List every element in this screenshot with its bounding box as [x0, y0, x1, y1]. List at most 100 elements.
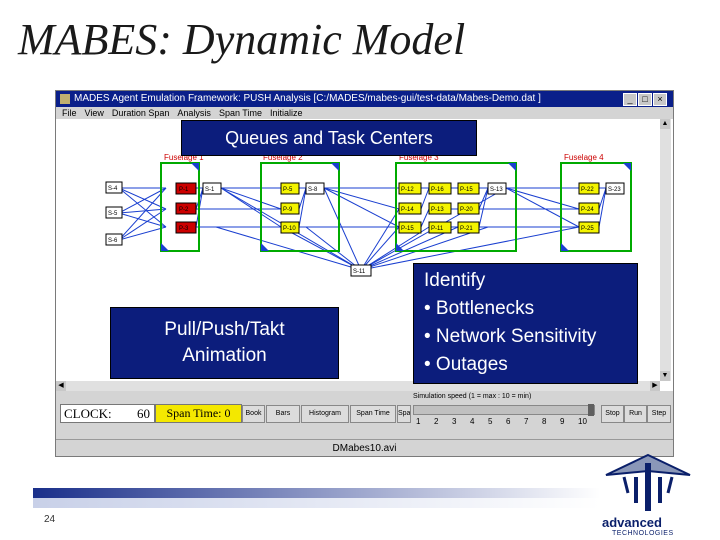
- task-node[interactable]: P-12: [398, 182, 422, 195]
- task-node[interactable]: P-13: [428, 202, 452, 215]
- task-node[interactable]: P-24: [578, 202, 600, 215]
- horizontal-scrollbar[interactable]: ◀ ▶: [56, 381, 660, 391]
- source-node[interactable]: S-6: [105, 233, 123, 246]
- speed-tick-label: 6: [506, 417, 511, 426]
- fuselage-3-box: [395, 162, 517, 252]
- task-node[interactable]: P-14: [398, 202, 422, 215]
- fuselage-4-label: Fuselage 4: [564, 153, 604, 162]
- svg-text:P-3: P-3: [179, 226, 189, 232]
- svg-text:P-25: P-25: [581, 226, 594, 232]
- stop-button[interactable]: Stop: [601, 405, 624, 423]
- task-node-bottleneck[interactable]: P-1: [175, 182, 197, 195]
- window-title: MADES Agent Emulation Framework: PUSH An…: [74, 93, 541, 104]
- speed-tick-label: 10: [578, 417, 587, 426]
- speed-slider-thumb[interactable]: [588, 404, 594, 416]
- identify-item: • Bottlenecks: [424, 298, 535, 319]
- clock-value: 60: [137, 406, 150, 421]
- fuselage-2-label: Fuselage 2: [263, 153, 303, 162]
- queue-node[interactable]: S-23: [605, 182, 625, 195]
- svg-text:S-1: S-1: [205, 187, 215, 193]
- clock-label: CLOCK:: [64, 406, 112, 421]
- menu-analysis[interactable]: Analysis: [177, 108, 211, 118]
- task-node-bottleneck[interactable]: P-3: [175, 221, 197, 234]
- svg-text:P-2: P-2: [179, 207, 189, 213]
- company-logo: [605, 453, 691, 511]
- span-time-button[interactable]: Span Time: [350, 405, 396, 423]
- run-button[interactable]: Run: [624, 405, 647, 423]
- scroll-left-icon[interactable]: ◀: [56, 381, 66, 391]
- task-node[interactable]: P-15: [457, 182, 480, 195]
- task-node[interactable]: P-5: [280, 182, 300, 195]
- svg-text:P-5: P-5: [283, 187, 293, 193]
- svg-text:P-24: P-24: [581, 207, 594, 213]
- scroll-up-icon[interactable]: ▲: [660, 119, 670, 129]
- speed-slider[interactable]: [413, 404, 595, 416]
- svg-text:S-8: S-8: [308, 187, 318, 193]
- app-icon: [60, 94, 70, 104]
- svg-text:P-20: P-20: [460, 207, 473, 213]
- queue-node[interactable]: S-13: [487, 182, 507, 195]
- speed-tick-label: 2: [434, 417, 439, 426]
- vertical-scrollbar[interactable]: ▲ ▼: [660, 119, 671, 381]
- clock-display: CLOCK: 60: [60, 404, 155, 423]
- menu-duration-span[interactable]: Duration Span: [111, 108, 170, 118]
- queues-callout: Queues and Task Centers: [181, 120, 477, 156]
- menu-view[interactable]: View: [84, 108, 104, 118]
- control-bar: CLOCK: 60 Span Time: 0 Book Bars Histogr…: [56, 391, 673, 439]
- queue-node[interactable]: S-8: [305, 182, 325, 195]
- identify-item: • Network Sensitivity: [424, 326, 597, 347]
- queue-node[interactable]: S-1: [202, 182, 222, 195]
- page-number: 24: [44, 514, 56, 525]
- svg-text:S-4: S-4: [108, 186, 118, 192]
- histogram-button[interactable]: Histogram: [301, 405, 349, 423]
- footer-gradient-bar: [33, 488, 600, 508]
- svg-text:S-13: S-13: [490, 187, 503, 193]
- bars-button[interactable]: Bars: [266, 405, 300, 423]
- span-time-button-2[interactable]: Span Time: [397, 405, 411, 423]
- task-node[interactable]: P-20: [457, 202, 480, 215]
- task-node-bottleneck[interactable]: P-2: [175, 202, 197, 215]
- scroll-down-icon[interactable]: ▼: [660, 371, 670, 381]
- svg-text:P-12: P-12: [401, 187, 414, 193]
- source-node[interactable]: S-4: [105, 181, 123, 194]
- task-node[interactable]: P-21: [457, 221, 480, 234]
- svg-text:S-5: S-5: [108, 211, 118, 217]
- task-node[interactable]: P-11: [428, 221, 452, 234]
- svg-text:P-10: P-10: [283, 226, 296, 232]
- maximize-button[interactable]: □: [638, 93, 652, 106]
- step-button[interactable]: Step: [647, 405, 671, 423]
- speed-label: Simulation speed (1 = max : 10 = min): [413, 393, 532, 400]
- fuselage-3-label: Fuselage 3: [399, 153, 439, 162]
- task-node[interactable]: P-22: [578, 182, 600, 195]
- close-button[interactable]: ×: [653, 93, 667, 106]
- identify-heading: Identify: [424, 270, 486, 291]
- task-node[interactable]: P-9: [280, 202, 300, 215]
- fuselage-4-box: [560, 162, 632, 252]
- network-links: [118, 187, 607, 271]
- svg-text:P-14: P-14: [401, 207, 414, 213]
- menu-bar: File View Duration Span Analysis Span Time In…: [56, 107, 673, 119]
- task-node[interactable]: P-16: [428, 182, 452, 195]
- scroll-right-icon[interactable]: ▶: [650, 381, 660, 391]
- hub-node[interactable]: S-11: [350, 264, 372, 277]
- minimize-button[interactable]: _: [623, 93, 637, 106]
- identify-callout: Identify • Bottlenecks • Network Sensiti…: [413, 263, 638, 384]
- speed-tick-label: 4: [470, 417, 475, 426]
- speed-tick-label: 1: [416, 417, 421, 426]
- task-node[interactable]: P-25: [578, 221, 600, 234]
- svg-text:P-1: P-1: [179, 187, 189, 193]
- logo-text-technologies: TECHNOLOGIES: [612, 530, 674, 537]
- window-titlebar[interactable]: MADES Agent Emulation Framework: PUSH An…: [56, 91, 673, 107]
- book-button[interactable]: Book: [242, 405, 265, 423]
- menu-initialize[interactable]: Initialize: [269, 108, 303, 118]
- svg-text:P-15: P-15: [460, 187, 473, 193]
- task-node[interactable]: P-10: [280, 221, 300, 234]
- task-node[interactable]: P-15: [398, 221, 422, 234]
- fuselage-1-box: [160, 162, 200, 252]
- menu-file[interactable]: File: [62, 108, 77, 118]
- menu-span-time[interactable]: Span Time: [218, 108, 262, 118]
- svg-text:S-11: S-11: [353, 269, 366, 275]
- speed-tick-label: 3: [452, 417, 457, 426]
- source-node[interactable]: S-5: [105, 206, 123, 219]
